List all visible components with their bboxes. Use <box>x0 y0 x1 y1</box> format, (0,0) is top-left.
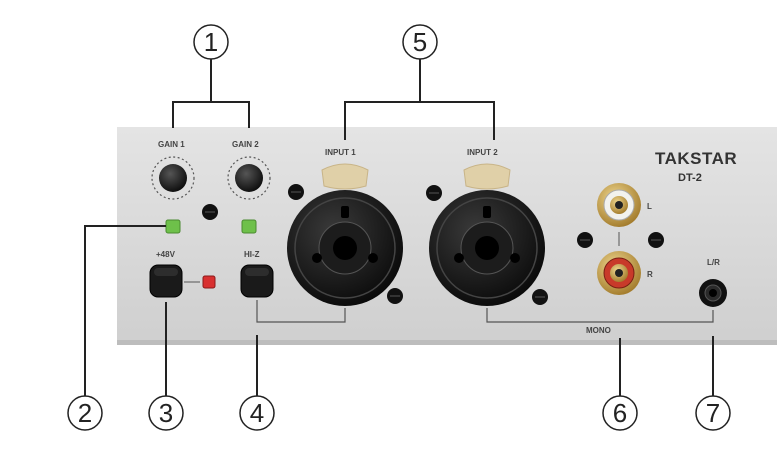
mono-label: MONO <box>586 326 611 335</box>
svg-text:2: 2 <box>78 398 92 428</box>
hiz-input1-bracket <box>256 300 346 323</box>
gain1-signal-led <box>165 219 181 234</box>
input1-screw-top <box>288 184 304 200</box>
callout-2-leader <box>84 225 166 396</box>
rca-screw-left <box>577 232 593 248</box>
input1-label: INPUT 1 <box>325 148 356 157</box>
callout-1-bracket <box>172 101 250 128</box>
callout-1: 1 <box>193 24 229 60</box>
panel-screw <box>202 204 218 220</box>
phantom-power-button[interactable] <box>149 264 183 298</box>
input2-label: INPUT 2 <box>467 148 498 157</box>
rca-left-label: L <box>647 202 652 211</box>
input2-combo-jack[interactable] <box>429 190 545 306</box>
callout-5: 5 <box>402 24 438 60</box>
rca-left-output[interactable] <box>597 183 641 227</box>
model-label: DT-2 <box>678 172 702 184</box>
svg-text:6: 6 <box>613 398 627 428</box>
callout-3: 3 <box>148 395 184 431</box>
input1-screw-bottom <box>387 288 403 304</box>
rca-right-label: R <box>647 270 653 279</box>
svg-text:5: 5 <box>413 27 427 57</box>
input1-latch[interactable] <box>321 163 369 190</box>
gain2-signal-led <box>241 219 257 234</box>
phantom-power-led <box>202 275 216 289</box>
svg-text:4: 4 <box>250 398 264 428</box>
hiz-button[interactable] <box>240 264 274 298</box>
svg-text:1: 1 <box>204 27 218 57</box>
rca-right-output[interactable] <box>597 251 641 295</box>
headphone-label: L/R <box>707 258 720 267</box>
callout-2: 2 <box>67 395 103 431</box>
brand-logo: TAKSTAR <box>655 149 737 168</box>
rca-screw-right <box>648 232 664 248</box>
gain1-label: GAIN 1 <box>158 140 185 149</box>
callout-7: 7 <box>695 395 731 431</box>
input1-combo-jack[interactable] <box>287 190 403 306</box>
input2-latch[interactable] <box>463 163 511 190</box>
mono-bracket <box>486 308 714 323</box>
input2-screw-top <box>426 185 442 201</box>
gain2-knob[interactable] <box>227 156 271 200</box>
headphone-jack[interactable] <box>699 279 727 307</box>
phantom-power-label: +48V <box>156 250 176 259</box>
gain1-knob[interactable] <box>151 156 195 200</box>
svg-text:7: 7 <box>706 398 720 428</box>
hiz-label: HI-Z <box>244 250 260 259</box>
callout-4: 4 <box>239 395 275 431</box>
gain2-label: GAIN 2 <box>232 140 259 149</box>
callout-5-bracket <box>344 101 495 140</box>
svg-text:3: 3 <box>159 398 173 428</box>
input2-screw-bottom <box>532 289 548 305</box>
callout-6: 6 <box>602 395 638 431</box>
panel-bottom-shadow <box>117 340 777 345</box>
